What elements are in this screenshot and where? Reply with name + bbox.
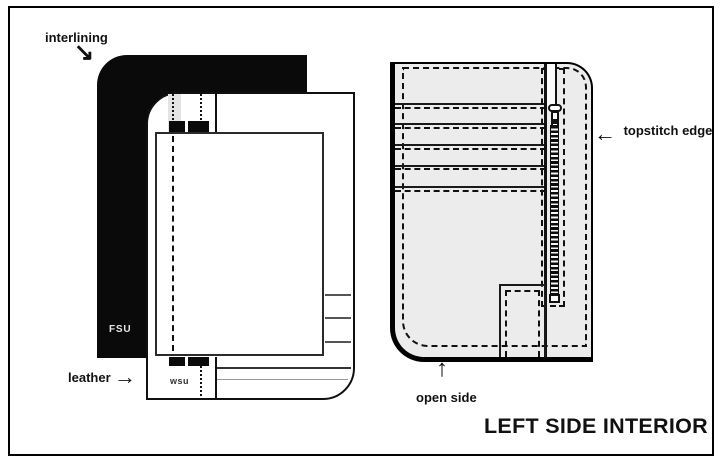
card-slot-line <box>324 294 351 296</box>
card-row-edge <box>395 123 546 125</box>
interior-panel <box>390 62 593 362</box>
outer-border <box>8 6 714 456</box>
pocket-lining <box>155 132 324 356</box>
seam-dotted-line-top-right <box>199 94 202 132</box>
small-pocket <box>499 284 546 357</box>
card-row-stitch <box>395 106 546 109</box>
seam-dotted-line-top-left <box>172 94 174 132</box>
leather-label: leather <box>68 370 111 385</box>
open-side-label: open side <box>416 390 477 405</box>
card-row-edge <box>395 103 546 105</box>
arrow-up-icon: ↑ <box>436 355 448 382</box>
seam-dashed-line <box>172 136 174 351</box>
small-pocket-stitch <box>505 290 540 357</box>
zipper-stop-bottom-right <box>187 356 209 366</box>
bottom-edge-line <box>217 379 348 380</box>
topstitch-edge-label: topstitch edge <box>623 123 713 138</box>
zipper-bottom-stop <box>548 294 560 303</box>
zipper-teeth <box>550 125 559 295</box>
seam-dotted-line-bottom <box>200 366 202 396</box>
card-row-stitch <box>395 168 546 170</box>
card-slot-line <box>324 341 351 343</box>
card-row-stitch <box>395 127 546 129</box>
bottom-edge-line <box>217 367 351 369</box>
card-row-stitch <box>395 147 546 150</box>
channel-edge-line-top <box>214 94 217 133</box>
zipper-stop-bottom-left <box>169 356 185 366</box>
zipper-stop-top-right <box>187 121 209 132</box>
card-row-edge <box>395 143 546 146</box>
arrow-down-right-icon: ↘ <box>74 39 95 66</box>
page-title: LEFT SIDE INTERIOR <box>484 414 708 438</box>
zipper-stop-top-left <box>169 121 185 132</box>
perimeter-topstitch-line <box>402 67 587 347</box>
card-row-stitch <box>395 190 546 192</box>
leather-shape: wsu <box>146 92 355 400</box>
zipper-slot-top <box>547 64 557 107</box>
card-row-edge <box>395 164 546 167</box>
arrow-left-icon: ← <box>594 121 616 146</box>
card-row-edge <box>395 186 546 188</box>
card-slot-line <box>324 317 351 319</box>
zipper-opening-edge <box>544 64 547 357</box>
wsu-marking: wsu <box>170 376 190 386</box>
zipper-pull-hole <box>552 119 557 124</box>
channel-edge-line-bottom <box>214 356 217 398</box>
arrow-right-icon: → <box>114 364 136 389</box>
fsu-marking: FSU <box>109 324 132 335</box>
interlining-label: interlining <box>45 30 108 45</box>
